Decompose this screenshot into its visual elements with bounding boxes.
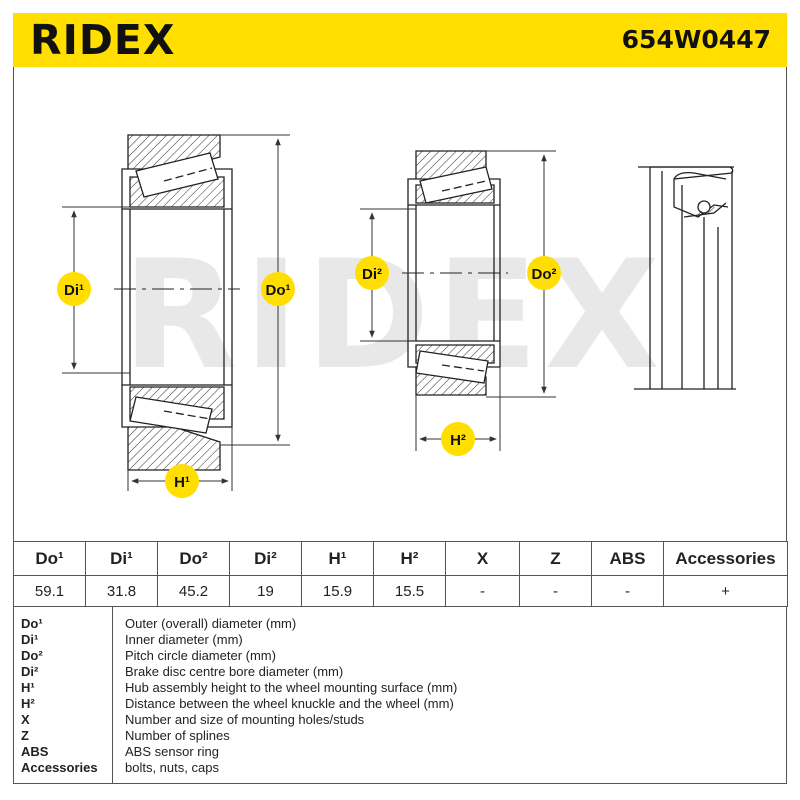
legend-code: Do¹ — [21, 616, 43, 631]
value-abs: - — [591, 575, 664, 607]
legend: Do¹ Outer (overall) diameter (mm) Di¹ In… — [13, 606, 787, 784]
value-x: - — [445, 575, 520, 607]
label-di1-text: Di¹ — [64, 282, 84, 299]
label-h1-text: H¹ — [174, 474, 190, 491]
specs-value-row: 59.1 31.8 45.2 19 15.9 15.5 - - - + — [13, 575, 788, 607]
value-accessories: + — [663, 575, 788, 607]
header-h1: H¹ — [301, 541, 374, 576]
bearing-1 — [114, 134, 240, 471]
legend-code: Do² — [21, 648, 43, 663]
legend-divider — [112, 607, 113, 783]
specs-header-row: Do¹ Di¹ Do² Di² H¹ H² X Z ABS Accessorie… — [13, 541, 788, 576]
value-di1: 31.8 — [85, 575, 158, 607]
label-di2: Di² — [355, 256, 389, 290]
label-h2: H² — [441, 422, 475, 456]
label-di1: Di¹ — [57, 272, 91, 306]
legend-desc: Inner diameter (mm) — [125, 632, 243, 647]
value-h2: 15.5 — [373, 575, 446, 607]
legend-desc: Hub assembly height to the wheel mountin… — [125, 680, 458, 695]
header-accessories: Accessories — [663, 541, 788, 576]
header-do1: Do¹ — [13, 541, 86, 576]
header-do2: Do² — [157, 541, 230, 576]
legend-code: X — [21, 712, 30, 727]
legend-desc: Distance between the wheel knuckle and t… — [125, 696, 454, 711]
legend-desc: ABS sensor ring — [125, 744, 219, 759]
legend-desc: Number of splines — [125, 728, 230, 743]
header-di2: Di² — [229, 541, 302, 576]
value-do1: 59.1 — [13, 575, 86, 607]
legend-code: Z — [21, 728, 29, 743]
label-do1-text: Do¹ — [266, 282, 291, 299]
legend-code: Di² — [21, 664, 39, 679]
brand-header: RIDEX 654W0447 — [13, 13, 787, 67]
legend-desc: Number and size of mounting holes/studs — [125, 712, 365, 727]
legend-desc: bolts, nuts, caps — [125, 760, 219, 775]
value-z: - — [519, 575, 592, 607]
label-h1: H¹ — [165, 464, 199, 498]
technical-drawing: RIDEX — [13, 67, 787, 541]
header-x: X — [445, 541, 520, 576]
seal-detail — [634, 166, 736, 390]
label-h2-text: H² — [450, 432, 466, 449]
ridex-logo: RIDEX — [30, 16, 176, 64]
legend-code: Accessories — [21, 760, 98, 775]
bearing-2 — [402, 150, 508, 396]
legend-code: H¹ — [21, 680, 35, 695]
label-di2-text: Di² — [362, 266, 382, 283]
header-h2: H² — [373, 541, 446, 576]
header-di1: Di¹ — [85, 541, 158, 576]
legend-code: ABS — [21, 744, 49, 759]
header-abs: ABS — [591, 541, 664, 576]
legend-code: Di¹ — [21, 632, 39, 647]
watermark: RIDEX — [122, 229, 666, 403]
header-z: Z — [519, 541, 592, 576]
part-number: 654W0447 — [621, 25, 771, 54]
value-do2: 45.2 — [157, 575, 230, 607]
legend-desc: Brake disc centre bore diameter (mm) — [125, 664, 344, 679]
label-do2: Do² — [527, 256, 561, 290]
label-do2-text: Do² — [532, 266, 557, 283]
legend-desc: Outer (overall) diameter (mm) — [125, 616, 297, 631]
specs-table: Do¹ Di¹ Do² Di² H¹ H² X Z ABS Accessorie… — [13, 541, 788, 607]
bearing-drawing-svg: RIDEX — [57, 134, 736, 498]
value-h1: 15.9 — [301, 575, 374, 607]
label-do1: Do¹ — [261, 272, 295, 306]
legend-desc: Pitch circle diameter (mm) — [125, 648, 276, 663]
value-di2: 19 — [229, 575, 302, 607]
legend-code: H² — [21, 696, 35, 711]
